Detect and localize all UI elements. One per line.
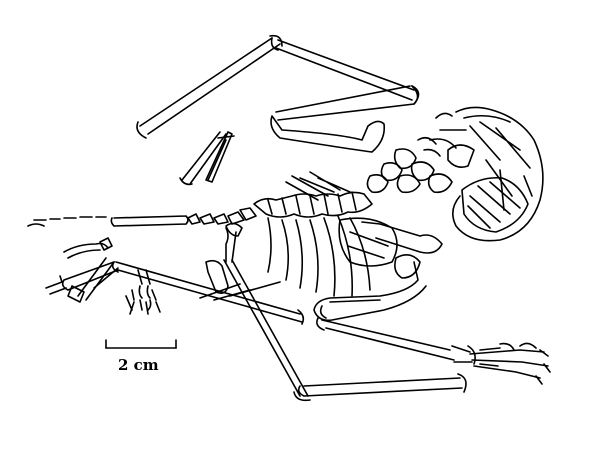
tail-dashes xyxy=(27,216,107,227)
hind-limb-left xyxy=(205,227,467,402)
pelvis xyxy=(338,217,443,279)
hand-bones xyxy=(45,257,119,303)
hind-limb-right xyxy=(313,261,551,385)
dorsal-vertebrae xyxy=(253,171,373,218)
tail-vertebrae xyxy=(110,207,257,237)
scale-bar: 2 cm xyxy=(105,339,177,374)
forearm-bones xyxy=(111,261,305,325)
skull xyxy=(429,106,544,242)
small-bones-upper-left xyxy=(179,131,235,186)
upper-long-bone-left xyxy=(136,34,283,139)
scale-bar-label: 2 cm xyxy=(118,356,159,374)
scattered-small-bones xyxy=(63,237,113,259)
neck-vertebrae xyxy=(366,136,453,194)
pedal-claws-left xyxy=(125,269,161,315)
upper-long-bone-middle xyxy=(270,85,419,153)
upper-long-bone-top xyxy=(270,37,420,105)
ribs xyxy=(267,215,371,297)
